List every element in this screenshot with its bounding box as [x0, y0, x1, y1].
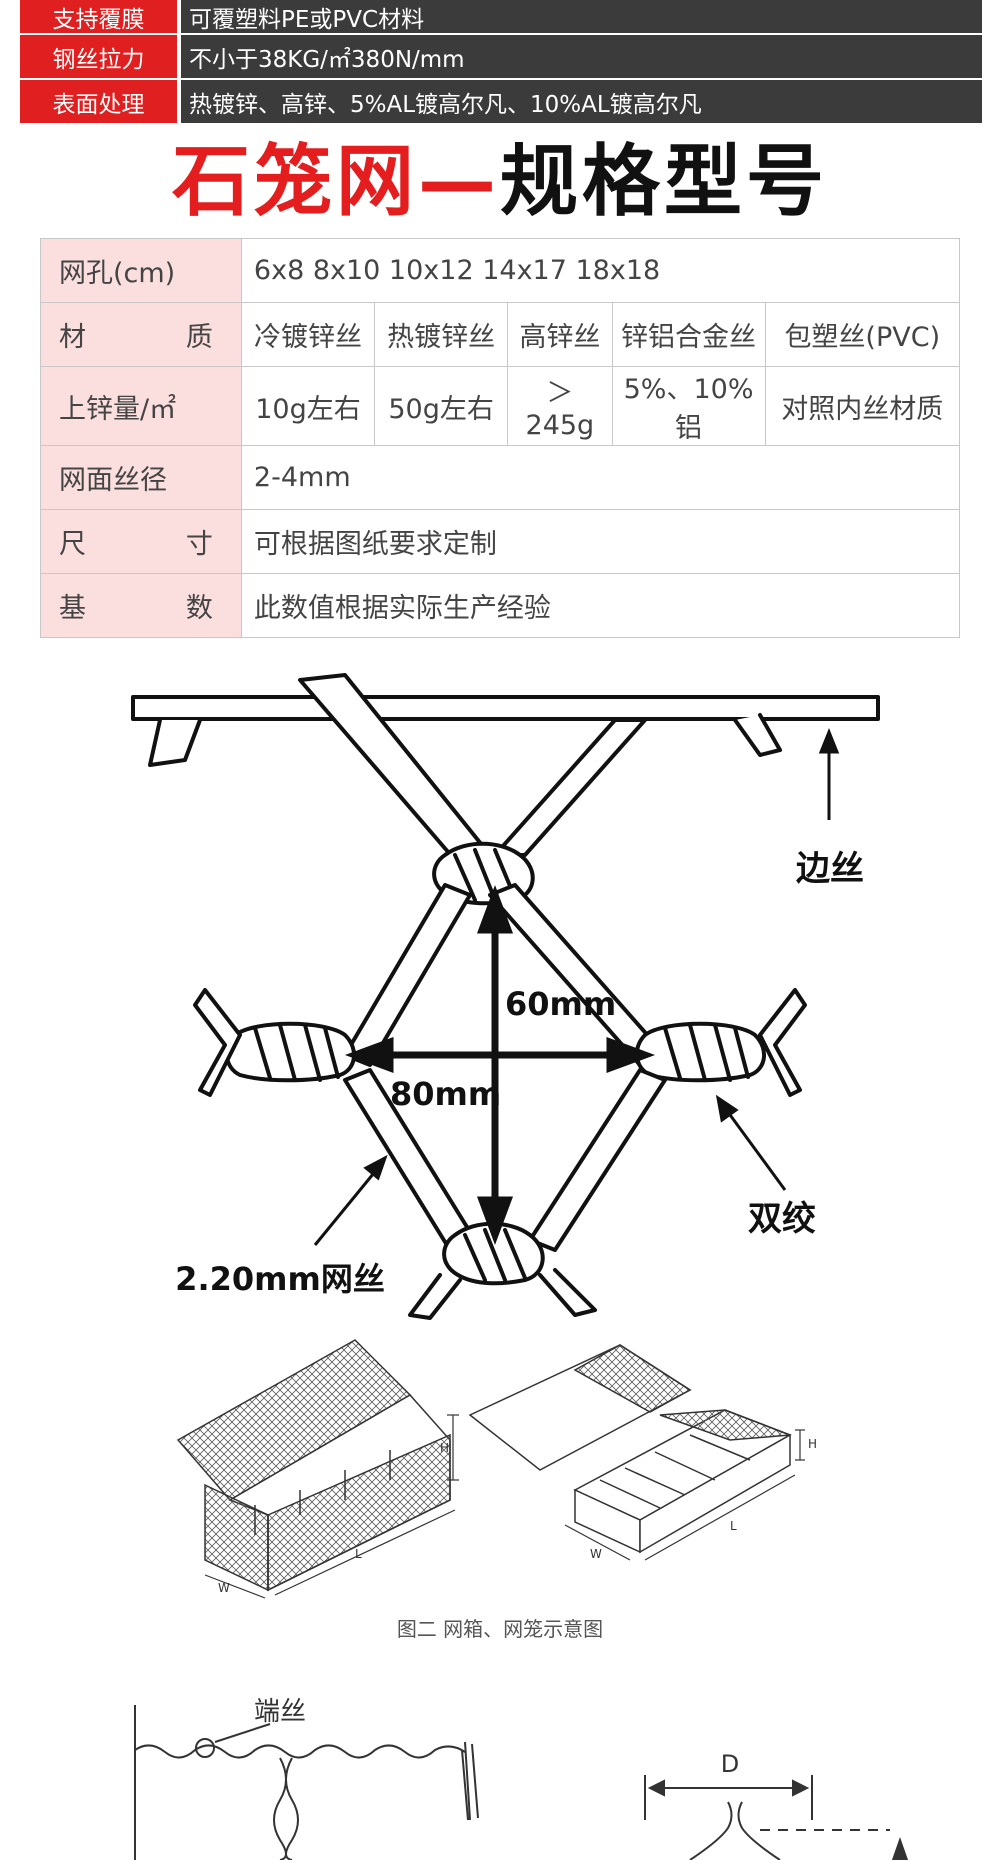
- row-label: 尺寸: [40, 509, 242, 574]
- row-label: 上锌量/㎡: [40, 366, 242, 446]
- spec-value: 热镀锌、高锌、5%AL镀高尔凡、10%AL镀高尔凡: [181, 80, 982, 123]
- spec-value: 可覆塑料PE或PVC材料: [181, 0, 982, 33]
- box2-width: W: [590, 1547, 602, 1561]
- box2-height: H: [808, 1437, 817, 1451]
- table-cell: 冷镀锌丝: [240, 302, 376, 367]
- gabion-box-left: [176, 1339, 451, 1592]
- table-cell: 包塑丝(PVC): [764, 302, 961, 367]
- hex-mesh-diagram: 边丝 60mm 80mm 双绞 2.20mm网丝: [131, 673, 880, 1320]
- box1-length: L: [355, 1547, 362, 1561]
- spec-row-tensile: 钢丝拉力 不小于38KG/㎡380N/mm: [20, 35, 982, 78]
- table-row: 尺寸 可根据图纸要求定制: [40, 509, 961, 574]
- table-cell: 对照内丝材质: [764, 366, 961, 446]
- gabion-box-diagram: H W L H W L: [176, 1339, 817, 1599]
- end-wire-diagram: 端丝 D: [134, 1697, 909, 1860]
- edge-wire-bar: [131, 695, 880, 721]
- spec-table: 网孔(cm) 6x8 8x10 10x12 14x17 18x18 材质 冷镀锌…: [40, 238, 961, 638]
- table-row: 网孔(cm) 6x8 8x10 10x12 14x17 18x18: [40, 238, 961, 303]
- spec-row-coating: 支持覆膜 可覆塑料PE或PVC材料: [20, 0, 982, 33]
- diameter-label: D: [721, 1750, 739, 1778]
- table-cell: 锌铝合金丝: [611, 302, 766, 367]
- figure-caption: 图二 网箱、网笼示意图: [396, 1617, 604, 1641]
- box1-width: W: [218, 1581, 230, 1595]
- end-wire-label: 端丝: [254, 1697, 306, 1727]
- mesh-wire-label: 2.20mm网丝: [175, 1260, 385, 1298]
- double-twist-label: 双绞: [748, 1199, 816, 1239]
- spec-value: 不小于38KG/㎡380N/mm: [181, 35, 982, 78]
- heading-black: 规格型号: [500, 137, 829, 227]
- section-heading: 石笼网—规格型号: [0, 135, 1000, 230]
- row-value: 2-4mm: [240, 445, 961, 510]
- edge-wire-label: 边丝: [796, 849, 864, 889]
- table-cell: ＞245g: [507, 366, 613, 446]
- spec-row-surface: 表面处理 热镀锌、高锌、5%AL镀高尔凡、10%AL镀高尔凡: [20, 80, 982, 123]
- row-value: 此数值根据实际生产经验: [240, 573, 961, 638]
- row-label: 网孔(cm): [40, 238, 242, 303]
- row-label: 材质: [40, 302, 242, 367]
- row-label: 网面丝径: [40, 445, 242, 510]
- table-row: 上锌量/㎡ 10g左右 50g左右 ＞245g 5%、10%铝 对照内丝材质: [40, 366, 961, 446]
- table-cell: 5%、10%铝: [611, 366, 766, 446]
- width-label: 80mm: [390, 1075, 501, 1113]
- table-row: 基数 此数值根据实际生产经验: [40, 573, 961, 638]
- height-label: 60mm: [505, 985, 616, 1023]
- spec-label: 钢丝拉力: [20, 35, 177, 78]
- table-cell: 热镀锌丝: [374, 302, 509, 367]
- row-value: 6x8 8x10 10x12 14x17 18x18: [240, 238, 961, 303]
- spec-label: 表面处理: [20, 80, 177, 123]
- row-label: 基数: [40, 573, 242, 638]
- box1-height: H: [440, 1441, 449, 1455]
- table-cell: 10g左右: [240, 366, 376, 446]
- table-cell: 50g左右: [374, 366, 509, 446]
- table-row: 材质 冷镀锌丝 热镀锌丝 高锌丝 锌铝合金丝 包塑丝(PVC): [40, 302, 961, 367]
- box2-length: L: [730, 1519, 737, 1533]
- gabion-box-right: [468, 1344, 792, 1554]
- spec-label: 支持覆膜: [20, 0, 177, 33]
- table-cell: 高锌丝: [507, 302, 613, 367]
- row-value: 可根据图纸要求定制: [240, 509, 961, 574]
- heading-red: 石笼网—: [171, 137, 500, 227]
- spec-summary: 支持覆膜 可覆塑料PE或PVC材料 钢丝拉力 不小于38KG/㎡380N/mm …: [20, 0, 982, 125]
- table-row: 网面丝径 2-4mm: [40, 445, 961, 510]
